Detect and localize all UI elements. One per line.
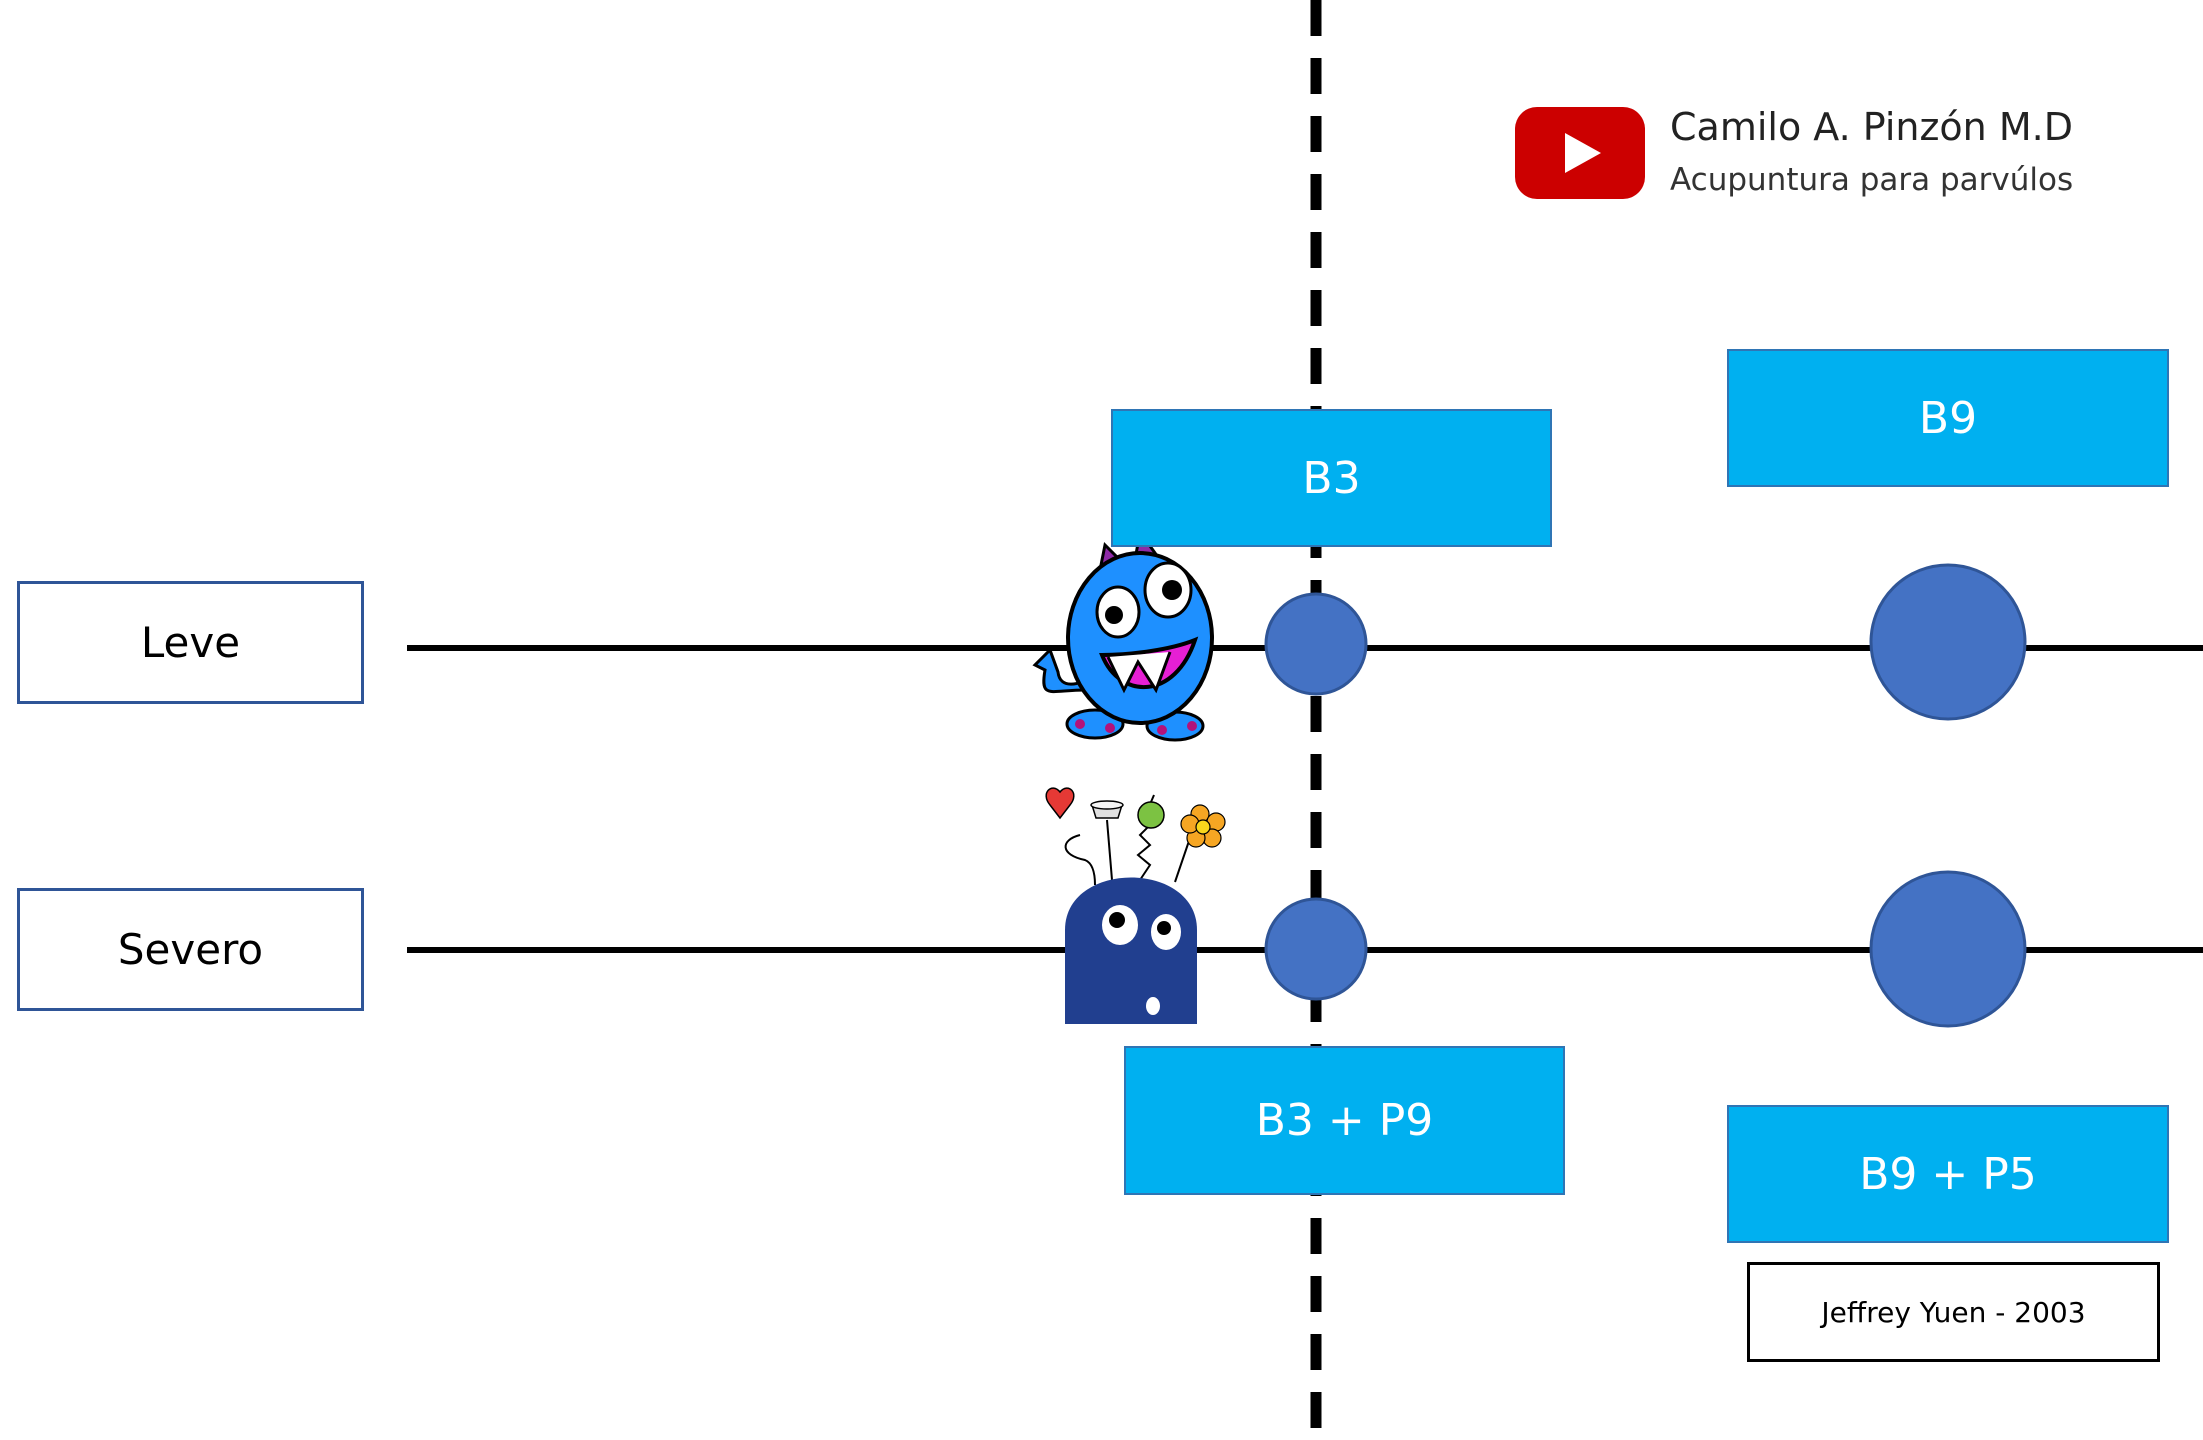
angry-monster-illustration — [1032, 528, 1214, 742]
channel-subtitle: Acupuntura para parvúlos — [1670, 162, 2074, 198]
leve-node-b9 — [1869, 563, 2027, 721]
row-label-leve-text: Leve — [140, 618, 241, 667]
row-label-severo: Severo — [17, 888, 364, 1011]
youtube-play-icon — [1515, 107, 1645, 199]
point-box-b9-p5-text: B9 + P5 — [1859, 1148, 2037, 1200]
point-box-b9-text: B9 — [1918, 392, 1978, 444]
point-box-b3-p9-text: B3 + P9 — [1255, 1095, 1434, 1146]
point-box-b3-p9: B3 + P9 — [1124, 1046, 1565, 1195]
ghost-monster-illustration — [1045, 787, 1226, 1024]
point-box-b9-p5: B9 + P5 — [1727, 1105, 2169, 1243]
citation-box: Jeffrey Yuen - 2003 — [1747, 1262, 2160, 1362]
leve-node-b3 — [1264, 592, 1368, 696]
channel-title: Camilo A. Pinzón M.D — [1670, 105, 2073, 149]
severo-node-b3 — [1264, 897, 1368, 1001]
row-label-severo-text: Severo — [117, 925, 264, 974]
severo-node-b9 — [1869, 870, 2027, 1028]
row-label-leve: Leve — [17, 581, 364, 704]
point-box-b9: B9 — [1727, 349, 2169, 487]
citation-text: Jeffrey Yuen - 2003 — [1821, 1295, 2086, 1329]
point-box-b3-text: B3 — [1302, 452, 1361, 504]
point-box-b3: B3 — [1111, 409, 1552, 547]
channel-branding: Camilo A. Pinzón M.D Acupuntura para par… — [1515, 105, 2175, 205]
